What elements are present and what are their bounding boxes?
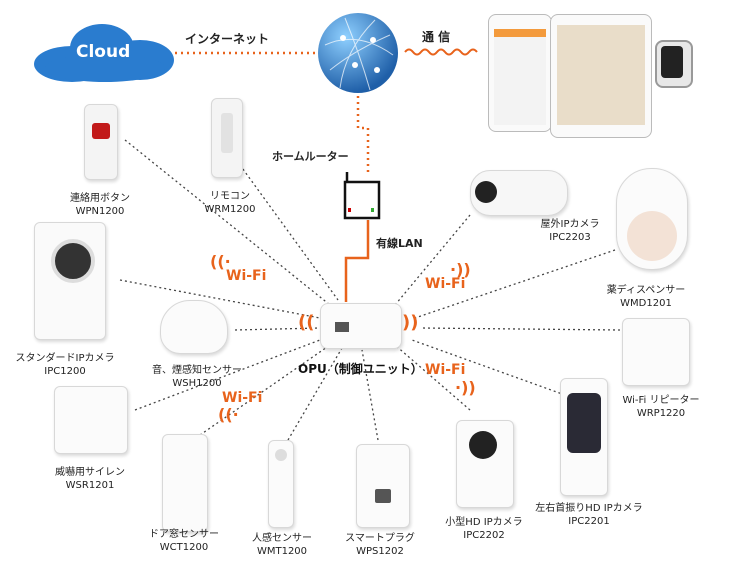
device-name: 左右首振りHD IPカメラ	[535, 503, 643, 514]
wifi-signal-icon: ·))	[455, 378, 476, 397]
device-label: Wi-Fi リピーター WRP1220	[606, 394, 716, 420]
smartphone-icon	[488, 14, 552, 132]
device-model: WMT1200	[256, 546, 308, 557]
device-label: 音、煙感知センサー WSH1200	[142, 364, 252, 390]
device-name: 小型HD IPカメラ	[445, 517, 523, 528]
motion-sensor-device	[268, 440, 294, 528]
device-label: 連絡用ボタン WPN1200	[50, 192, 150, 218]
device-name: ドア窓センサー	[149, 529, 219, 540]
tablet-icon	[550, 14, 652, 138]
smartwatch-icon	[655, 40, 693, 88]
device-model: WSR1201	[65, 480, 115, 491]
device-name: 人感センサー	[252, 533, 312, 544]
wifi-label: Wi-Fi	[425, 362, 466, 378]
internet-label: インターネット	[185, 32, 270, 46]
cloud-label: Cloud	[76, 42, 131, 62]
signal-icon: ))	[402, 312, 419, 333]
device-name: 威嚇用サイレン	[55, 467, 125, 478]
standard-ip-camera-device	[34, 222, 106, 340]
outdoor-camera-device	[470, 170, 568, 216]
contact-button-device	[84, 104, 118, 180]
device-name: 音、煙感知センサー	[152, 365, 242, 376]
device-model: WPN1200	[75, 206, 125, 217]
device-model: WSH1200	[172, 378, 222, 389]
device-label: ドア窓センサー WCT1200	[134, 528, 234, 554]
device-label: 小型HD IPカメラ IPC2202	[434, 516, 534, 542]
wifi-signal-icon: ((·	[218, 405, 239, 424]
device-name: リモコン	[210, 191, 250, 202]
comm-label: 通 信	[422, 30, 451, 44]
device-model: WCT1200	[159, 542, 209, 553]
device-name: スタンダードIPカメラ	[15, 353, 115, 364]
router-label: ホームルーター	[272, 150, 349, 163]
pan-hd-camera-device	[560, 378, 608, 496]
device-label: リモコン WRM1200	[180, 190, 280, 216]
signal-icon: ((	[298, 312, 315, 333]
lan-label: 有線LAN	[376, 237, 423, 250]
device-model: WRM1200	[204, 204, 256, 215]
device-name: 薬ディスペンサー	[606, 285, 686, 296]
opu-label: OPU（制御ユニット）	[298, 362, 423, 376]
device-name: 屋外IPカメラ	[540, 219, 600, 230]
device-model: WMD1201	[620, 298, 672, 309]
medicine-dispenser-device	[616, 168, 688, 270]
device-model: IPC2201	[568, 516, 610, 527]
opu-hub-device	[320, 303, 402, 349]
wifi-label: Wi-Fi	[226, 268, 267, 284]
wifi-repeater-device	[622, 318, 690, 386]
device-model: IPC2203	[549, 232, 591, 243]
siren-device	[54, 386, 128, 454]
device-label: 屋外IPカメラ IPC2203	[520, 218, 620, 244]
device-model: IPC2202	[463, 530, 505, 541]
device-model: WRP1220	[636, 408, 686, 419]
wifi-signal-icon: ·))	[450, 260, 471, 279]
wifi-label: Wi-Fi	[425, 276, 466, 292]
router-icon	[343, 172, 383, 220]
wifi-signal-icon: ((·	[210, 252, 231, 271]
cloud-icon	[30, 22, 180, 84]
device-model: IPC1200	[44, 366, 86, 377]
wifi-label: Wi-Fi	[222, 390, 263, 406]
remote-control-device	[211, 98, 243, 178]
device-label: スマートプラグ WPS1202	[330, 532, 430, 558]
device-label: 左右首振りHD IPカメラ IPC2201	[524, 502, 654, 528]
compact-hd-camera-device	[456, 420, 514, 508]
smart-plug-device	[356, 444, 410, 528]
sound-smoke-sensor-device	[160, 300, 228, 354]
device-name: 連絡用ボタン	[70, 193, 130, 204]
device-label: 人感センサー WMT1200	[232, 532, 332, 558]
device-label: 薬ディスペンサー WMD1201	[596, 284, 696, 310]
globe-icon	[315, 10, 401, 96]
device-name: スマートプラグ	[345, 533, 415, 544]
door-window-sensor-device	[162, 434, 208, 532]
device-model: WPS1202	[356, 546, 404, 557]
device-label: 威嚇用サイレン WSR1201	[40, 466, 140, 492]
device-label: スタンダードIPカメラ IPC1200	[0, 352, 130, 378]
device-name: Wi-Fi リピーター	[622, 395, 700, 406]
